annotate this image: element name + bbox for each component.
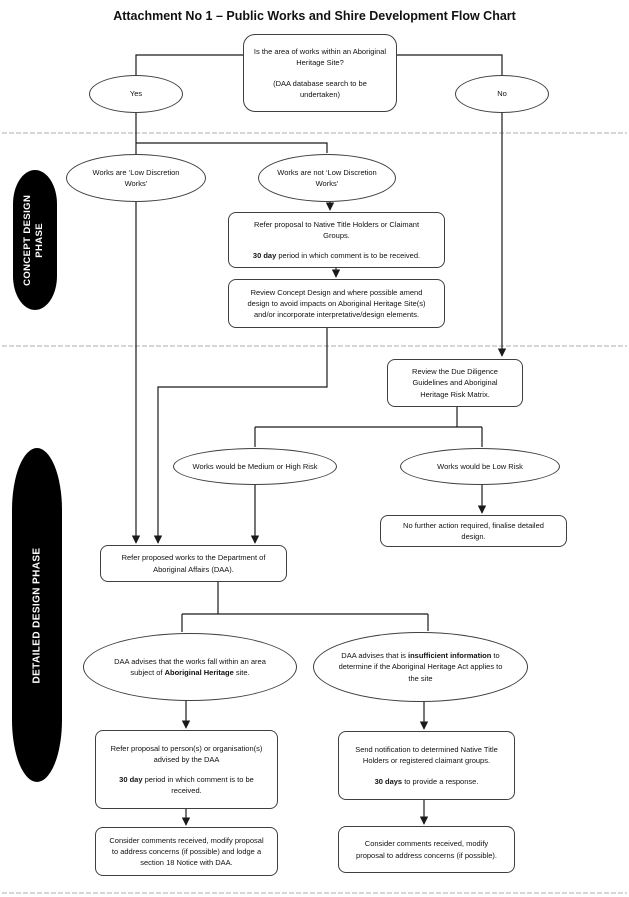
- refer-native-title-box: Refer proposal to Native Title Holders o…: [228, 212, 445, 268]
- consider-modify-box: Consider comments received, modify propo…: [338, 826, 515, 873]
- refer-daa-box: Refer proposed works to the Department o…: [100, 545, 287, 582]
- low-risk-ellipse: Works would be Low Risk: [400, 448, 560, 485]
- detailed-design-phase-band: DETAILED DESIGN PHASE: [12, 448, 62, 782]
- works-low-discretion-ellipse: Works are ‘Low Discretion Works’: [66, 154, 206, 202]
- medium-high-risk-label: Works would be Medium or High Risk: [192, 461, 318, 471]
- refer-daa-text: Refer proposed works to the Department o…: [121, 553, 266, 574]
- daa-insufficient-ellipse: DAA advises that is insufficient informa…: [313, 632, 528, 702]
- no-further-action-box: No further action required, finalise det…: [380, 515, 567, 547]
- decision-question: Is the area of works within an Aborigina…: [253, 47, 387, 68]
- daa-heritage-text: DAA advises that the works fall within a…: [114, 656, 266, 677]
- no-label: No: [497, 89, 507, 99]
- concept-phase-label-line2: PHASE: [35, 222, 47, 258]
- refer-person-period: 30 day period in which comment is to be …: [119, 775, 254, 796]
- review-concept-design-text: Review Concept Design and where possible…: [247, 287, 426, 320]
- works-not-low-discretion-ellipse: Works are not ‘Low Discretion Works’: [258, 154, 396, 202]
- no-further-action-text: No further action required, finalise det…: [403, 520, 544, 541]
- send-notification-period: 30 days to provide a response.: [374, 776, 479, 786]
- consider-lodge-box: Consider comments received, modify propo…: [95, 827, 278, 876]
- yes-label: Yes: [129, 89, 143, 99]
- no-ellipse: No: [455, 75, 549, 113]
- due-diligence-text: Review the Due Diligence Guidelines and …: [412, 367, 498, 399]
- decision-aboriginal-heritage-site: Is the area of works within an Aborigina…: [243, 34, 397, 112]
- works-not-low-discretion-label: Works are not ‘Low Discretion Works’: [277, 167, 377, 188]
- phase-separator-lines: [2, 132, 627, 894]
- due-diligence-box: Review the Due Diligence Guidelines and …: [387, 359, 523, 407]
- refer-native-title-text: Refer proposal to Native Title Holders o…: [253, 219, 420, 240]
- detailed-phase-label: DETAILED DESIGN PHASE: [31, 546, 43, 684]
- concept-phase-label-line1: CONCEPT DESIGN: [22, 194, 34, 286]
- flow-connectors: [131, 54, 507, 826]
- refer-person-text: Refer proposal to person(s) or organisat…: [110, 743, 263, 764]
- decision-note: (DAA database search to be undertaken): [273, 78, 367, 99]
- send-notification-box: Send notification to determined Native T…: [338, 731, 515, 800]
- daa-insufficient-text: DAA advises that is insufficient informa…: [338, 651, 503, 683]
- concept-design-phase-band: CONCEPT DESIGN PHASE: [13, 170, 57, 310]
- send-notification-text: Send notification to determined Native T…: [355, 745, 498, 766]
- works-low-discretion-label: Works are ‘Low Discretion Works’: [92, 167, 180, 188]
- refer-person-box: Refer proposal to person(s) or organisat…: [95, 730, 278, 809]
- low-risk-label: Works would be Low Risk: [437, 461, 523, 471]
- consider-modify-text: Consider comments received, modify propo…: [356, 839, 497, 860]
- refer-native-title-period: 30 day period in which comment is to be …: [252, 251, 421, 261]
- yes-ellipse: Yes: [89, 75, 183, 113]
- review-concept-design-box: Review Concept Design and where possible…: [228, 279, 445, 328]
- medium-high-risk-ellipse: Works would be Medium or High Risk: [173, 448, 337, 485]
- daa-heritage-ellipse: DAA advises that the works fall within a…: [83, 633, 297, 701]
- page-title: Attachment No 1 – Public Works and Shire…: [113, 9, 516, 23]
- consider-lodge-text: Consider comments received, modify propo…: [109, 835, 264, 868]
